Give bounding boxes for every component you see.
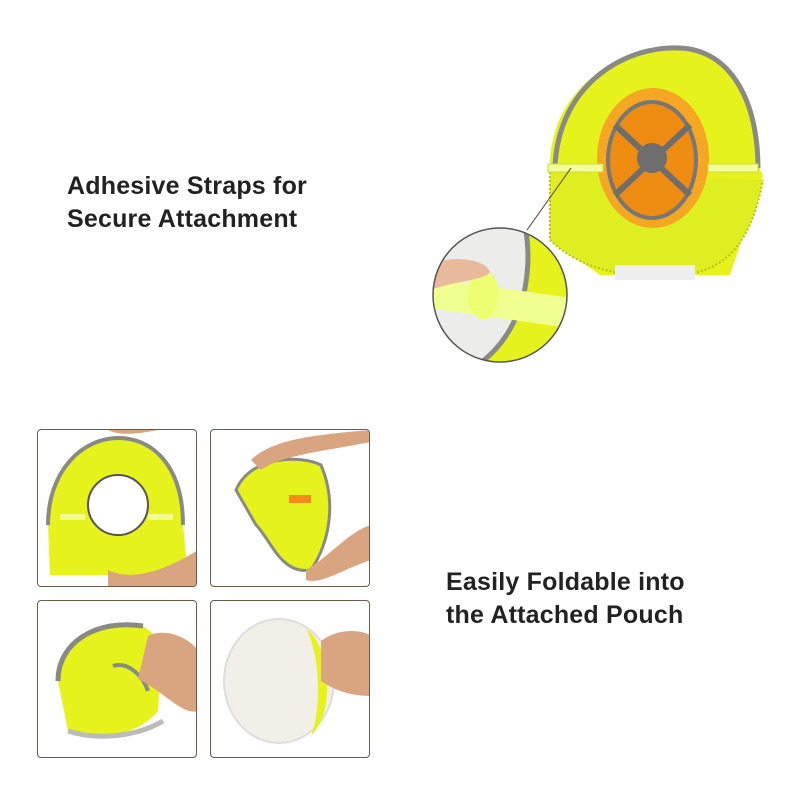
open-shade-image	[46, 430, 196, 586]
caption-line: Easily Foldable into	[446, 568, 685, 596]
twisting-shade-image	[234, 430, 369, 581]
caption-adhesive-straps: Adhesive Straps for Secure Attachment	[67, 170, 307, 236]
folding-shade-image	[55, 622, 196, 739]
caption-line: the Attached Pouch	[446, 601, 684, 629]
caption-line: Adhesive Straps for	[67, 172, 307, 200]
caption-foldable-pouch: Easily Foldable into the Attached Pouch	[446, 566, 685, 632]
step-panel-3	[37, 600, 197, 758]
hard-hat-shade-image	[432, 45, 764, 363]
pouch-image	[223, 618, 369, 744]
step-panel-2	[210, 429, 370, 587]
step-panel-4	[210, 600, 370, 758]
step-panel-1	[37, 429, 197, 587]
caption-line: Secure Attachment	[67, 205, 298, 233]
